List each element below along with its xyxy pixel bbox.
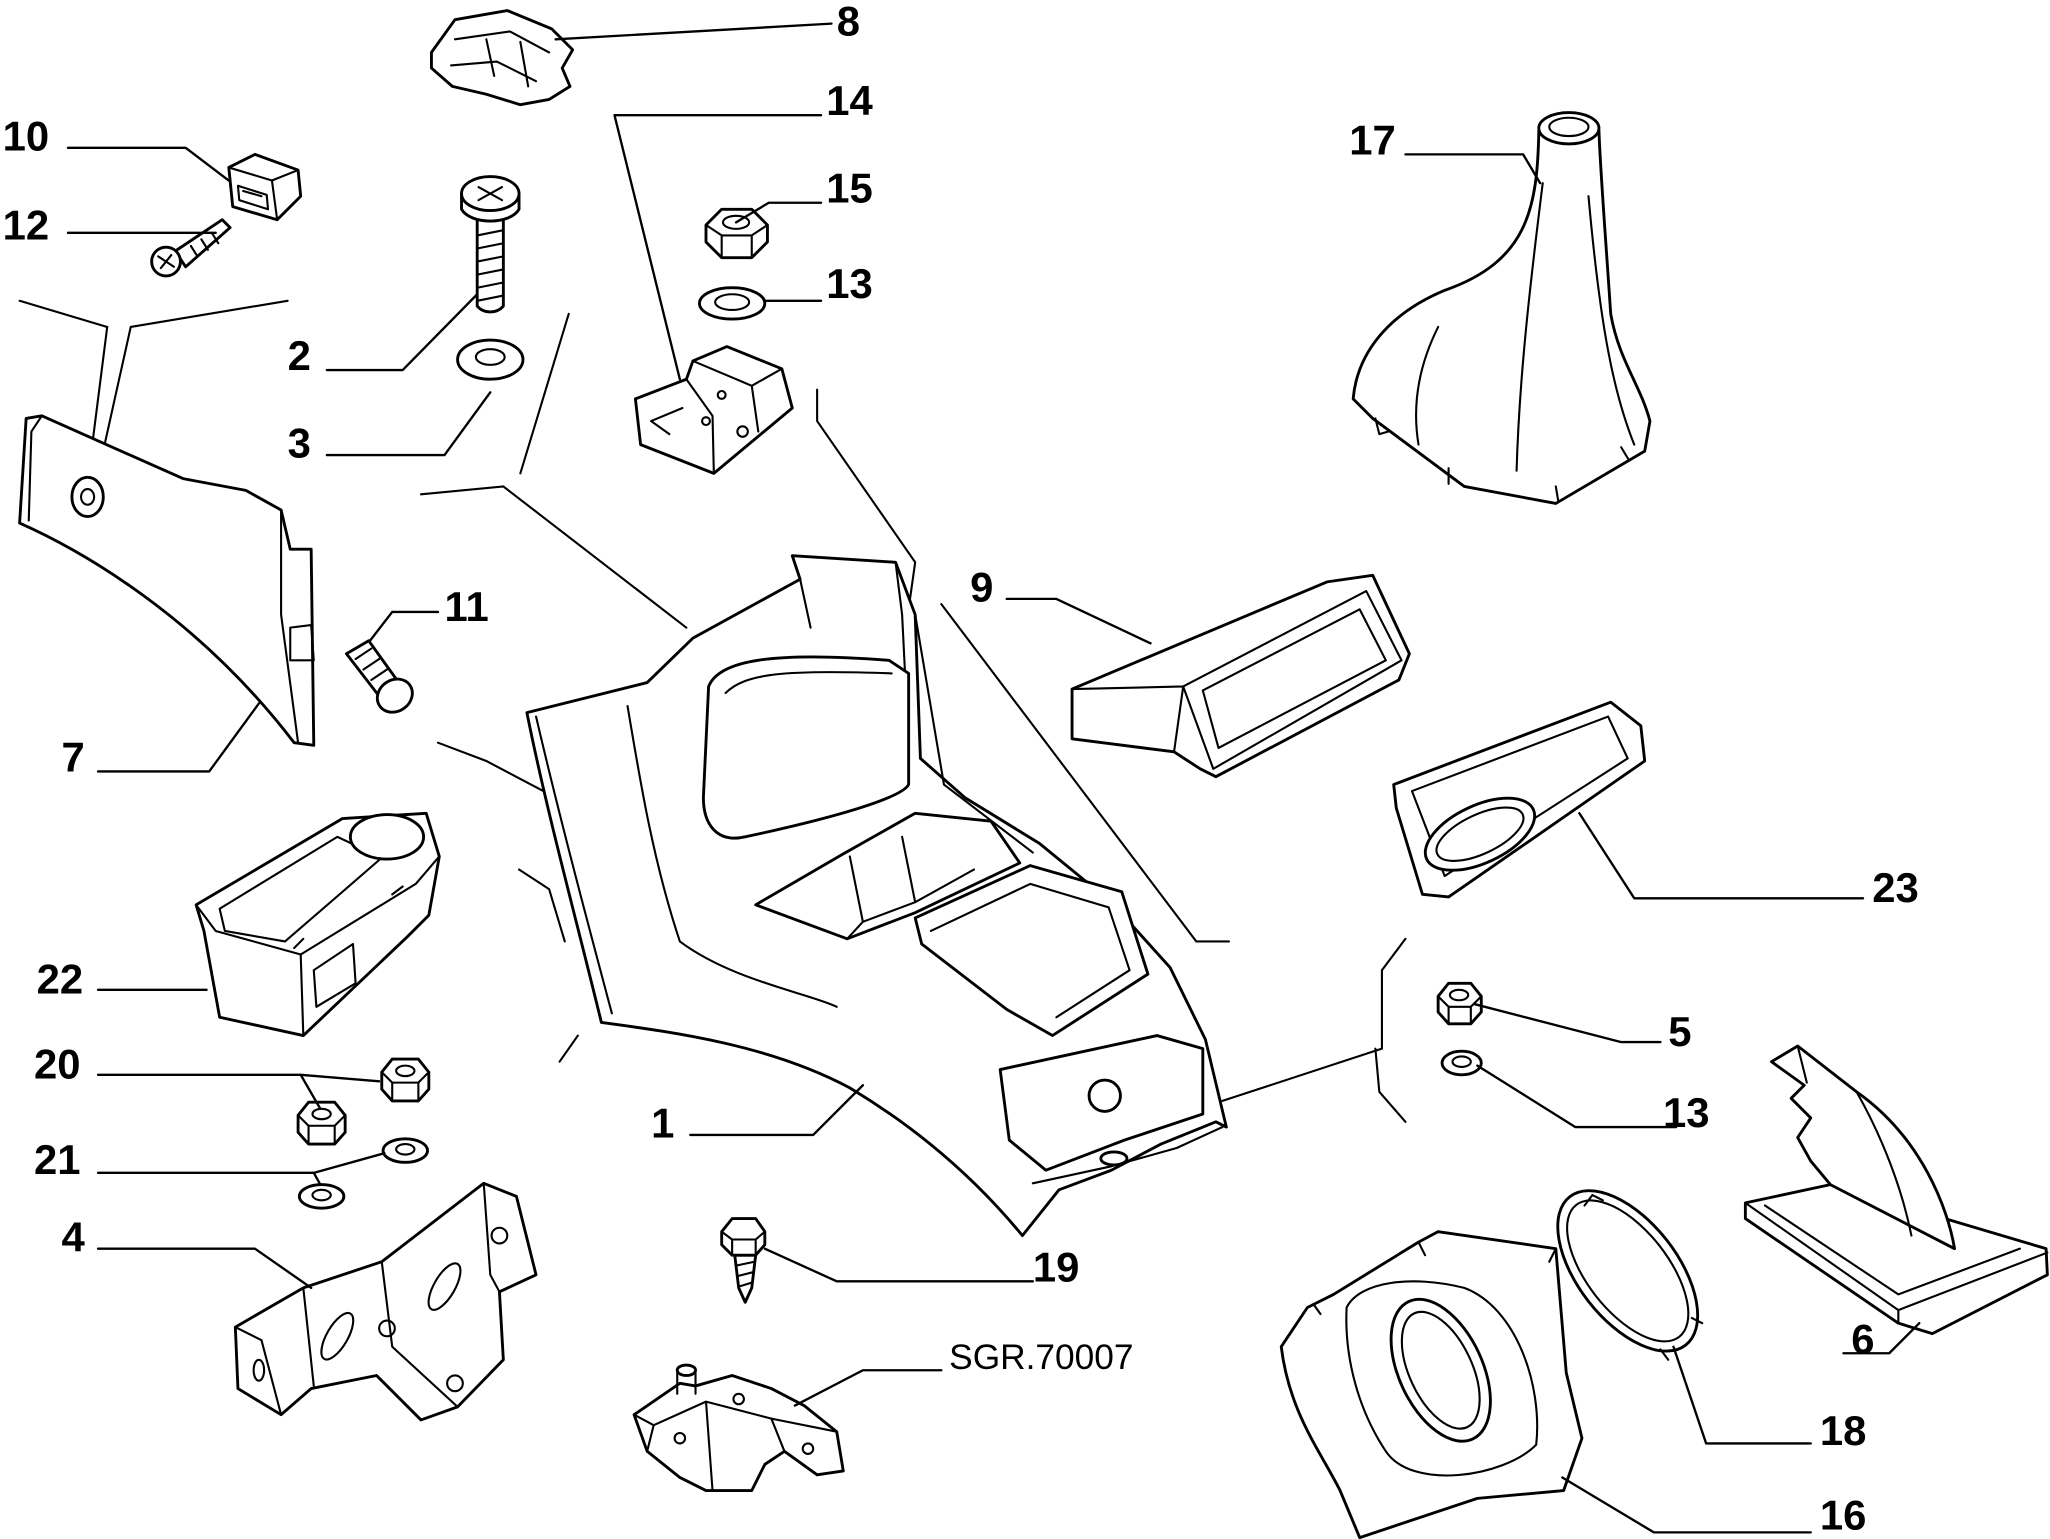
callout-label-9: 9 [970, 563, 993, 610]
assembly-line [517, 868, 566, 943]
washer-part-13-lower [1440, 1049, 1483, 1077]
callout-label-4: 4 [61, 1213, 85, 1260]
nuts-part-20 [296, 1057, 431, 1146]
callout-label-10: 10 [3, 112, 50, 159]
callout-label-23: 23 [1872, 864, 1919, 911]
assembly-line [93, 299, 289, 493]
callout-label-20: 20 [34, 1041, 81, 1088]
callout-label-13-upper: 13 [826, 260, 873, 307]
tray-insert-part-9 [1070, 573, 1411, 779]
assembly-line [1221, 937, 1407, 1102]
nut-part-15 [704, 207, 769, 260]
leader-line-1 [689, 1084, 865, 1137]
callout-label-19: 19 [1033, 1243, 1080, 1290]
leader-line-3 [325, 391, 492, 457]
assembly-line [519, 312, 570, 475]
assembly-line [18, 299, 109, 493]
callout-label-8: 8 [837, 0, 860, 44]
leader-line-23 [1578, 812, 1865, 900]
screw-part-12 [150, 218, 232, 278]
storage-box-part-22 [194, 811, 441, 1037]
leader-line-7 [96, 702, 261, 773]
callout-label-7: 7 [61, 733, 84, 780]
leader-line-8 [554, 22, 833, 41]
leader-line-13-lower [1476, 1064, 1678, 1129]
leader-line-11 [368, 610, 440, 642]
leader-line-16 [1561, 1476, 1812, 1534]
callout-label-14: 14 [826, 77, 873, 124]
callout-label-21: 21 [34, 1136, 81, 1183]
callout-label-13-lower: 13 [1663, 1089, 1710, 1136]
callout-label-6: 6 [1851, 1315, 1874, 1362]
callout-label-11: 11 [445, 583, 489, 630]
drawing-reference-label: SGR.70007 [949, 1338, 1133, 1377]
bolt-part-2 [460, 175, 521, 314]
callout-label-1: 1 [651, 1100, 674, 1147]
leader-line-2 [325, 293, 479, 372]
clip-nut-part-10 [227, 152, 303, 222]
assembly-line [558, 1034, 579, 1063]
callout-label-15: 15 [826, 165, 873, 212]
side-trim-panel-part-7 [18, 414, 316, 747]
callout-label-17: 17 [1349, 116, 1396, 163]
leader-line-17 [1404, 153, 1542, 185]
leader-line-4 [96, 1247, 313, 1290]
callout-label-16: 16 [1820, 1492, 1867, 1539]
leader-lines [66, 22, 1921, 1534]
shifter-surround-part-16 [1279, 1230, 1584, 1539]
leader-line-10 [66, 146, 230, 182]
leader-line-18 [1672, 1345, 1812, 1445]
oval-cover-part-18 [1556, 1189, 1704, 1361]
handbrake-boot-part-6 [1743, 1044, 2049, 1336]
washers-part-21 [297, 1137, 429, 1210]
leader-line-20 [96, 1073, 381, 1110]
callout-label-22: 22 [37, 956, 84, 1003]
leader-line-15 [734, 201, 823, 224]
callout-labels: 8 14 10 12 15 13 17 2 3 11 9 7 23 22 5 2… [3, 0, 1919, 1539]
callout-label-12: 12 [3, 201, 50, 248]
leader-line-9 [1005, 597, 1152, 645]
centre-console-part-1 [525, 554, 1228, 1238]
callout-label-2: 2 [288, 332, 311, 379]
nut-part-5 [1436, 981, 1483, 1026]
assembly-line [1374, 1047, 1407, 1123]
leader-line-sgr-70007 [793, 1369, 943, 1407]
bracket-part-14 [633, 345, 794, 475]
leader-line-14 [613, 113, 823, 381]
callout-label-5: 5 [1668, 1008, 1691, 1055]
assembly-line [940, 603, 1230, 943]
gear-lever-boot-part-17 [1351, 111, 1652, 505]
washer-part-13-upper [698, 286, 767, 321]
leader-line-5 [1473, 1003, 1662, 1044]
fastener-part-11 [345, 639, 414, 714]
callout-label-18: 18 [1820, 1407, 1867, 1454]
leader-line-19 [763, 1247, 1035, 1283]
tray-insert-part-23 [1392, 700, 1647, 899]
mounting-bracket-part-4 [233, 1181, 538, 1422]
clip-part-8 [430, 9, 575, 107]
washer-part-3 [456, 338, 525, 381]
callout-label-3: 3 [288, 420, 311, 467]
assembly-lines [18, 299, 1407, 1123]
assembly-line [419, 485, 688, 629]
screw-part-19 [720, 1217, 767, 1304]
support-bracket-sgr-70007 [632, 1363, 845, 1492]
leader-line-21 [96, 1152, 386, 1186]
leader-line-6 [1842, 1322, 1921, 1355]
